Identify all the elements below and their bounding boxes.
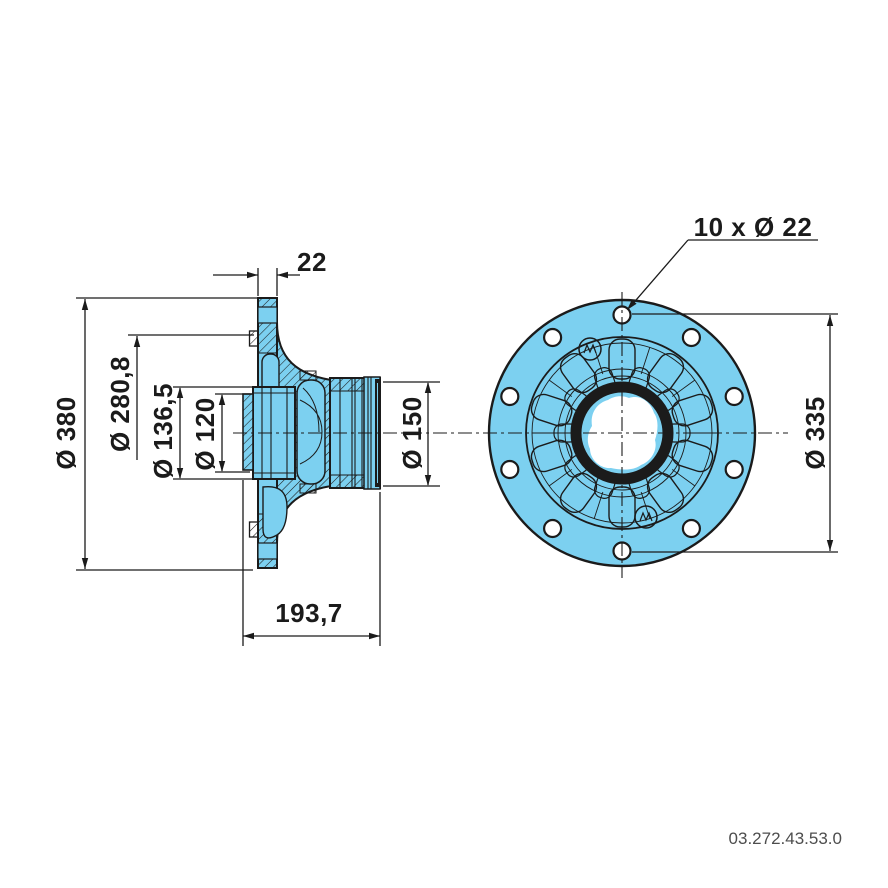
bolt-hole [724,459,744,480]
pilot-lip-top [248,330,259,347]
dim-outer-diameter: Ø 380 [51,297,273,571]
dim-pilot-diameter-label: Ø 280,8 [105,356,135,452]
dim-bolt-holes-label: 10 x Ø 22 [694,212,813,242]
dim-inner-diameter-label: Ø 120 [190,397,220,470]
rib-petal-outer [671,439,714,473]
rib-petal-outer [559,352,598,394]
dim-seal-seat-diameter-label: Ø 136,5 [148,383,178,479]
dim-outer-diameter-label: Ø 380 [51,396,81,469]
pilot-lip-bottom [248,521,259,538]
dim-flange-width-label: 22 [297,247,327,277]
rib-radial-line [548,469,573,487]
dim-bolt-circle-label: Ø 335 [800,396,830,469]
dim-bolt-circle: Ø 335 [632,313,838,553]
rib-tab-bottom [299,483,317,494]
rib-radial-line [640,347,651,375]
stamp-boss-lower [634,505,658,529]
rib-radial-line [593,491,604,519]
dim-barrel-diameter: Ø 150 [383,381,440,487]
rib-petal-outer [530,439,573,473]
bolt-hole [681,327,702,348]
flange-hatch-upper [257,322,278,354]
center-bore-hole [587,396,658,470]
front-view: 10 x Ø 22 Ø 335 [458,212,838,578]
dim-pilot-diameter: Ø 280,8 [105,334,254,460]
rib-petal-outer [559,472,598,514]
flange-bolt-hole-bottom [257,542,278,560]
bolt-hole [542,518,563,539]
flange-hatch-bottom [257,558,278,569]
inner-spigot-hatch [243,394,253,470]
rib-petal-outer [646,352,685,394]
bolt-hole [500,386,520,407]
dim-seal-seat-diameter: Ø 136,5 [148,383,256,480]
rib-petal-outer [646,472,685,514]
bolt-hole [542,327,563,348]
rib-tab-top [299,370,317,381]
rib-radial-line [671,379,696,397]
center-rib [296,379,326,485]
section-view: 22 Ø 380 Ø 280,8 Ø 136,5 [51,247,455,646]
rib-radial-line [671,469,696,487]
dim-inner-diameter: Ø 120 [190,393,250,473]
bolt-hole [500,459,520,480]
bolt-holes [500,305,744,561]
rib-petal-outer [530,393,573,427]
dim-bolt-holes: 10 x Ø 22 [627,212,818,310]
stamp-boss-upper [578,337,602,361]
flange-hatch-top [257,297,278,308]
rib-radial-line [548,379,573,397]
web-pocket-bottom [262,485,288,539]
flange-bolt-hole-top [257,306,278,324]
dim-flange-width: 22 [213,247,327,296]
bolt-hole [681,518,702,539]
dim-barrel-diameter-label: Ø 150 [397,396,427,469]
dim-overall-length-label: 193,7 [275,598,343,628]
bolt-hole [724,386,744,407]
part-number: 03.272.43.53.0 [729,829,842,848]
dim-overall-length: 193,7 [242,480,381,646]
center-rib-detail [299,387,323,465]
rib-petal-outer [671,393,714,427]
